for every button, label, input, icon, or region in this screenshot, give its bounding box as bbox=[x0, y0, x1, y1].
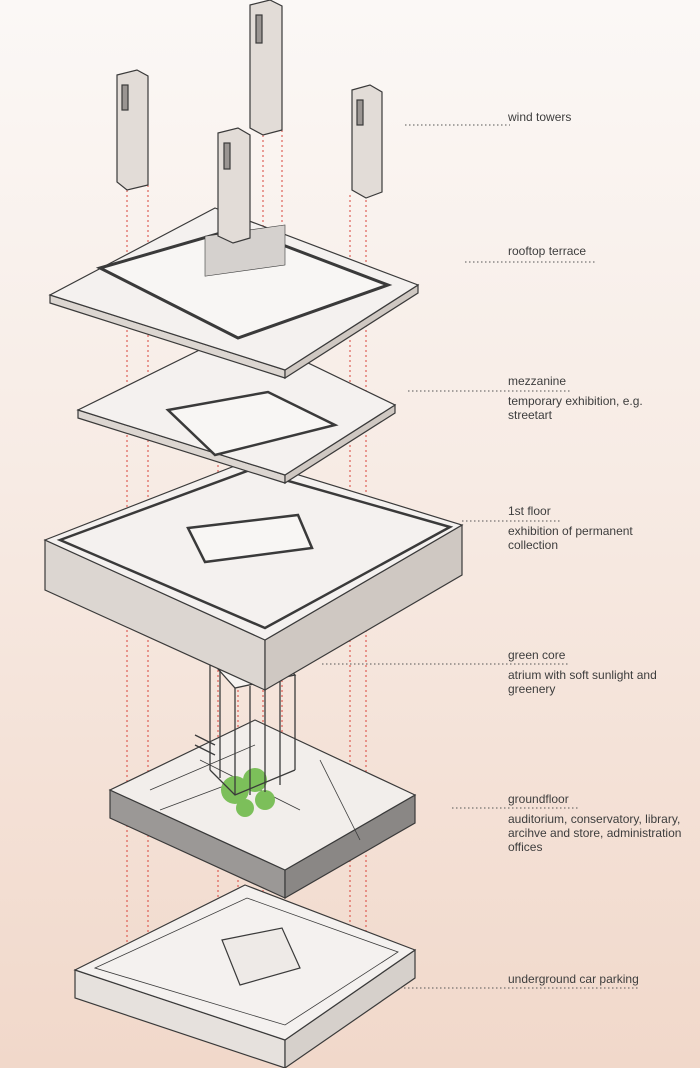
layer-description: exhibition of permanent collection bbox=[508, 524, 633, 552]
wind-tower bbox=[217, 127, 251, 244]
layer-title: wind towers bbox=[508, 110, 572, 124]
label-rooftop-terrace: rooftop terrace bbox=[508, 244, 586, 264]
groundfloor-slab bbox=[108, 719, 417, 900]
wind-tower bbox=[249, 0, 283, 136]
wind-towers bbox=[116, 0, 383, 244]
wind-tower bbox=[116, 69, 149, 191]
underground-parking-slab bbox=[73, 884, 417, 1068]
layer-title: underground car parking bbox=[508, 972, 639, 986]
leader-lines bbox=[322, 124, 640, 989]
label-groundfloor: groundfloor auditorium, conservatory, lib… bbox=[508, 792, 693, 854]
label-wind-towers: wind towers bbox=[508, 110, 571, 130]
layer-description: atrium with soft sunlight and greenery bbox=[508, 668, 657, 696]
layer-title: mezzanine bbox=[508, 374, 567, 388]
mezzanine-slab bbox=[76, 329, 397, 485]
layer-description: temporary exhibition, e.g. streetart bbox=[508, 394, 643, 422]
layer-title: green core bbox=[508, 648, 566, 662]
first-floor-slab bbox=[43, 459, 464, 692]
label-underground-parking: underground car parking bbox=[508, 972, 639, 992]
label-mezzanine: mezzanine temporary exhibition, e.g. stre… bbox=[508, 374, 678, 422]
layer-title: 1st floor bbox=[508, 504, 551, 518]
layer-title: rooftop terrace bbox=[508, 244, 587, 258]
layer-description: auditorium, conservatory, library, arcih… bbox=[508, 812, 682, 854]
wind-tower bbox=[351, 84, 383, 199]
label-green-core: green core atrium with soft sunlight and … bbox=[508, 648, 698, 696]
greenery bbox=[221, 768, 275, 817]
layer-title: groundfloor bbox=[508, 792, 569, 806]
label-first-floor: 1st floor exhibition of permanent collect… bbox=[508, 504, 648, 552]
rooftop-terrace-slab bbox=[48, 207, 420, 380]
